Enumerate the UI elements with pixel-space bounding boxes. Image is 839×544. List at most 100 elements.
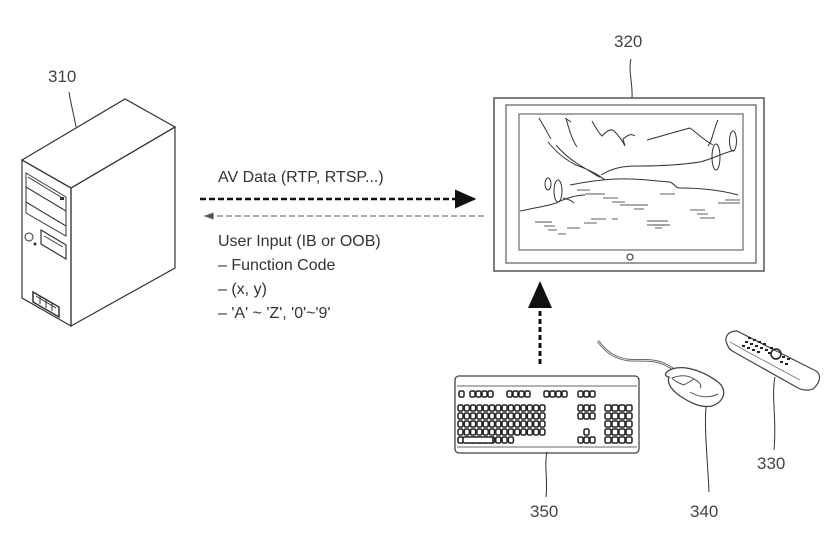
- keyboard-key: [589, 412, 596, 420]
- keyboard-key: [513, 428, 521, 436]
- keyboard-key: [507, 436, 515, 444]
- keyboard-key: [625, 420, 633, 428]
- keyboard-key: [506, 390, 513, 398]
- screen-water-lines: [535, 189, 740, 235]
- keyboard-key: [611, 412, 619, 420]
- keyboard-key: [513, 412, 521, 420]
- av-data-label: AV Data (RTP, RTSP...): [218, 169, 384, 186]
- keyboard-key: [495, 436, 502, 444]
- keyboard-key: [501, 428, 508, 436]
- keyboard-key: [481, 390, 488, 398]
- keyboard-key: [539, 404, 546, 412]
- keyboard-key: [457, 404, 464, 412]
- leader-line-330: [773, 376, 776, 451]
- keyboard-key: [539, 428, 546, 436]
- keyboard-key: [583, 404, 590, 412]
- keyboard-key: [583, 436, 590, 444]
- keyboard-key: [520, 428, 527, 436]
- keyboard-key: [589, 404, 596, 412]
- power-button-icon: [626, 253, 634, 261]
- keyboard-key: [476, 412, 483, 420]
- keyboard-key: [618, 412, 626, 420]
- keyboard-key: [512, 390, 519, 398]
- keyboard-key: [561, 390, 568, 398]
- keyboard-key: [604, 428, 612, 436]
- keyboard-key: [577, 404, 584, 412]
- label-320: 320: [614, 32, 642, 51]
- keyboard-key: [539, 420, 546, 428]
- keyboard-key: [625, 412, 633, 420]
- keyboard-key: [625, 428, 633, 436]
- keyboard-key: [495, 420, 502, 428]
- keyboard-key: [604, 404, 612, 412]
- keyboard-key: [488, 404, 496, 412]
- keyboard-key: [476, 420, 483, 428]
- keyboard-key: [625, 436, 633, 444]
- keyboard-key: [589, 390, 596, 398]
- keyboard-key: [618, 404, 626, 412]
- keyboard-key: [577, 412, 584, 420]
- keyboard-key: [482, 420, 489, 428]
- user-input-item: – Function Code: [218, 257, 336, 274]
- keyboard-key: [604, 436, 612, 444]
- keyboard-key: [495, 428, 502, 436]
- keyboard: 350: [454, 375, 640, 521]
- keyboard-key: [501, 436, 508, 444]
- keyboard-key: [488, 420, 496, 428]
- server-tower: 310: [20, 67, 177, 328]
- keyboard-key: [524, 390, 531, 398]
- keyboard-key: [526, 420, 534, 428]
- keyboard-key: [507, 420, 515, 428]
- leader-line-320: [629, 58, 633, 99]
- keyboard-key: [463, 404, 471, 412]
- display-monitor: 320: [493, 32, 765, 272]
- user-input-arrow: User Input (IB or OOB) – Function Code –…: [204, 212, 484, 322]
- keyboard-key: [520, 412, 527, 420]
- keyboard-key: [577, 436, 584, 444]
- keyboard-key: [513, 404, 521, 412]
- keyboard-key: [532, 404, 540, 412]
- keyboard-key: [543, 390, 550, 398]
- keyboard-key: [463, 412, 471, 420]
- keyboard-key: [488, 412, 496, 420]
- keyboard-key: [589, 436, 596, 444]
- keyboard-key: [457, 428, 464, 436]
- keyboard-key: [625, 404, 633, 412]
- keyboard-key: [618, 428, 626, 436]
- keyboard-key: [520, 404, 527, 412]
- user-input-title: User Input (IB or OOB): [218, 233, 381, 250]
- keyboard-key: [475, 390, 482, 398]
- keyboard-key: [513, 420, 521, 428]
- keyboard-key: [469, 390, 476, 398]
- keyboard-key: [583, 428, 590, 436]
- av-data-arrow: AV Data (RTP, RTSP...): [200, 169, 477, 209]
- label-310: 310: [48, 67, 76, 86]
- label-330: 330: [757, 454, 785, 473]
- keyboard-key: [526, 404, 534, 412]
- keyboard-key: [618, 436, 626, 444]
- keyboard-key: [604, 420, 612, 428]
- keyboard-key: [532, 412, 540, 420]
- keyboard-key: [458, 390, 465, 398]
- keyboard-key: [495, 404, 502, 412]
- keyboard-key: [469, 420, 477, 428]
- keyboard-key: [495, 412, 502, 420]
- keyboard-key: [618, 420, 626, 428]
- keyboard-key: [482, 412, 489, 420]
- keyboard-key: [611, 404, 619, 412]
- keyboard-key: [583, 412, 590, 420]
- keyboard-key: [501, 404, 508, 412]
- keyboard-key: [457, 420, 464, 428]
- keyboard-key: [532, 420, 540, 428]
- keyboard-key: [507, 404, 515, 412]
- keyboard-key: [507, 412, 515, 420]
- keyboard-key: [482, 428, 489, 436]
- keyboard-key: [611, 420, 619, 428]
- keyboard-key: [604, 412, 612, 420]
- keyboard-key: [463, 428, 471, 436]
- keyboard-keys: [457, 390, 633, 444]
- keyboard-key: [520, 420, 527, 428]
- label-350: 350: [530, 502, 558, 521]
- keyboard-key: [549, 390, 556, 398]
